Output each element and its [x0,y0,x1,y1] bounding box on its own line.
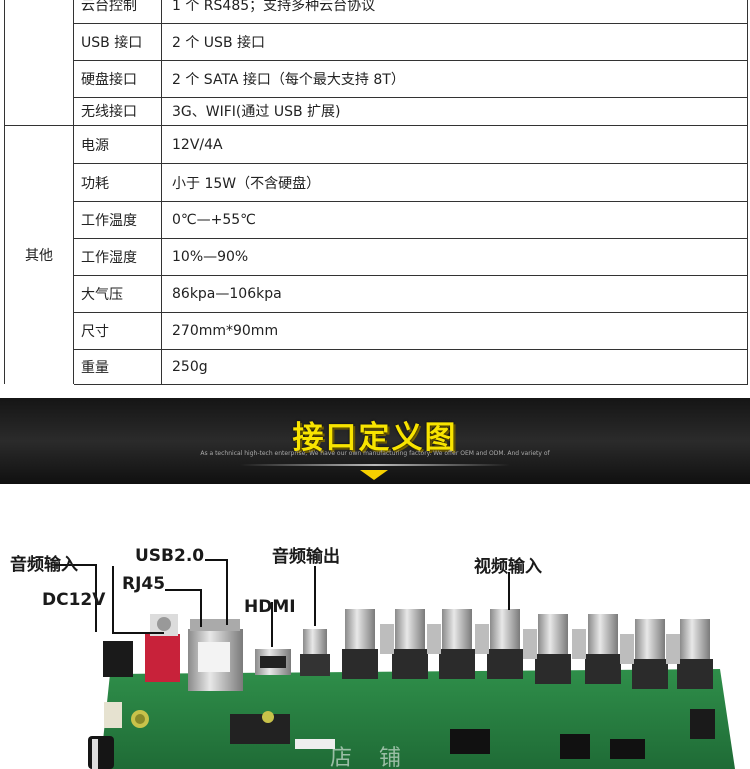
callout-line [165,589,202,591]
chevron-down-icon [360,470,388,480]
callout-line [508,572,510,610]
spec-label: 硬盘接口 [74,60,162,97]
spec-value: 270mm*90mm [172,322,279,339]
spec-label: 功耗 [74,164,162,201]
interface-diagram: 音频输入 USB2.0 RJ45 DC12V HDMI 音频输出 视频输入 店 … [0,484,750,769]
spec-row: 尺寸 270mm*90mm [74,312,748,350]
callout-line [314,566,316,626]
callout-line [55,564,97,566]
spec-label: 重量 [74,349,162,384]
group-title: 其他 [25,248,53,264]
spec-value: 3G、WIFI(通过 USB 扩展) [172,104,341,120]
spec-value: 1 个 RS485；支持多种云台协议 [172,0,376,14]
label-rj45: RJ45 [122,574,166,594]
spec-value: 10%—90% [172,248,249,265]
banner-title: 接口定义图 [292,420,458,456]
spec-row: USB 接口 2 个 USB 接口 [74,23,748,61]
spec-row: 功耗 小于 15W（不含硬盘） [74,164,748,202]
callout-line [226,559,228,625]
spec-group-interfaces [4,0,74,125]
spec-label: 工作温度 [74,201,162,238]
spec-label: 电源 [74,126,162,163]
spec-row: 电源 12V/4A [74,126,748,164]
spec-label: 工作湿度 [74,238,162,275]
spec-label: USB 接口 [74,23,162,60]
callout-line [200,589,202,627]
banner-subtitle: As a technical high-tech enterprise, We … [200,450,550,457]
spec-value: 2 个 USB 接口 [172,34,265,51]
spec-label: 大气压 [74,275,162,312]
spec-label: 尺寸 [74,312,162,349]
spec-value: 2 个 SATA 接口（每个最大支持 8T） [172,71,405,88]
spec-group-other: 其他 [4,126,74,384]
spec-value: 12V/4A [172,136,223,153]
callout-line [271,602,273,647]
label-video-in: 视频输入 [474,557,542,577]
spec-row: 重量 250g [74,349,748,385]
spec-row: 工作温度 0℃—+55℃ [74,201,748,239]
spec-row: 硬盘接口 2 个 SATA 接口（每个最大支持 8T） [74,60,748,98]
spec-value: 0℃—+55℃ [172,211,256,228]
callout-line [112,566,114,634]
spec-value: 小于 15W（不含硬盘） [172,175,321,192]
label-dc12v: DC12V [42,590,106,610]
callout-line [112,632,164,634]
callout-line [205,559,228,561]
table-right-border [747,0,748,384]
callout-line [95,564,97,632]
section-banner: 接口定义图 As a technical high-tech enterpris… [0,398,750,484]
spec-label: 无线接口 [74,97,162,125]
spec-value: 86kpa—106kpa [172,285,282,302]
watermark-text: 店 铺 [330,746,411,769]
spec-value: 250g [172,358,208,375]
label-audio-out: 音频输出 [272,547,340,567]
label-hdmi: HDMI [244,597,296,617]
spec-label: 云台控制 [74,0,162,23]
spec-row: 工作湿度 10%—90% [74,238,748,276]
banner-underline [240,464,510,466]
spec-row: 大气压 86kpa—106kpa [74,275,748,313]
spec-row: 云台控制 1 个 RS485；支持多种云台协议 [74,0,748,24]
board-illustration [88,609,735,769]
label-usb: USB2.0 [135,546,205,566]
label-audio-in: 音频输入 [10,555,78,575]
spec-row: 无线接口 3G、WIFI(通过 USB 扩展) [74,97,748,126]
group-divider [4,125,748,126]
